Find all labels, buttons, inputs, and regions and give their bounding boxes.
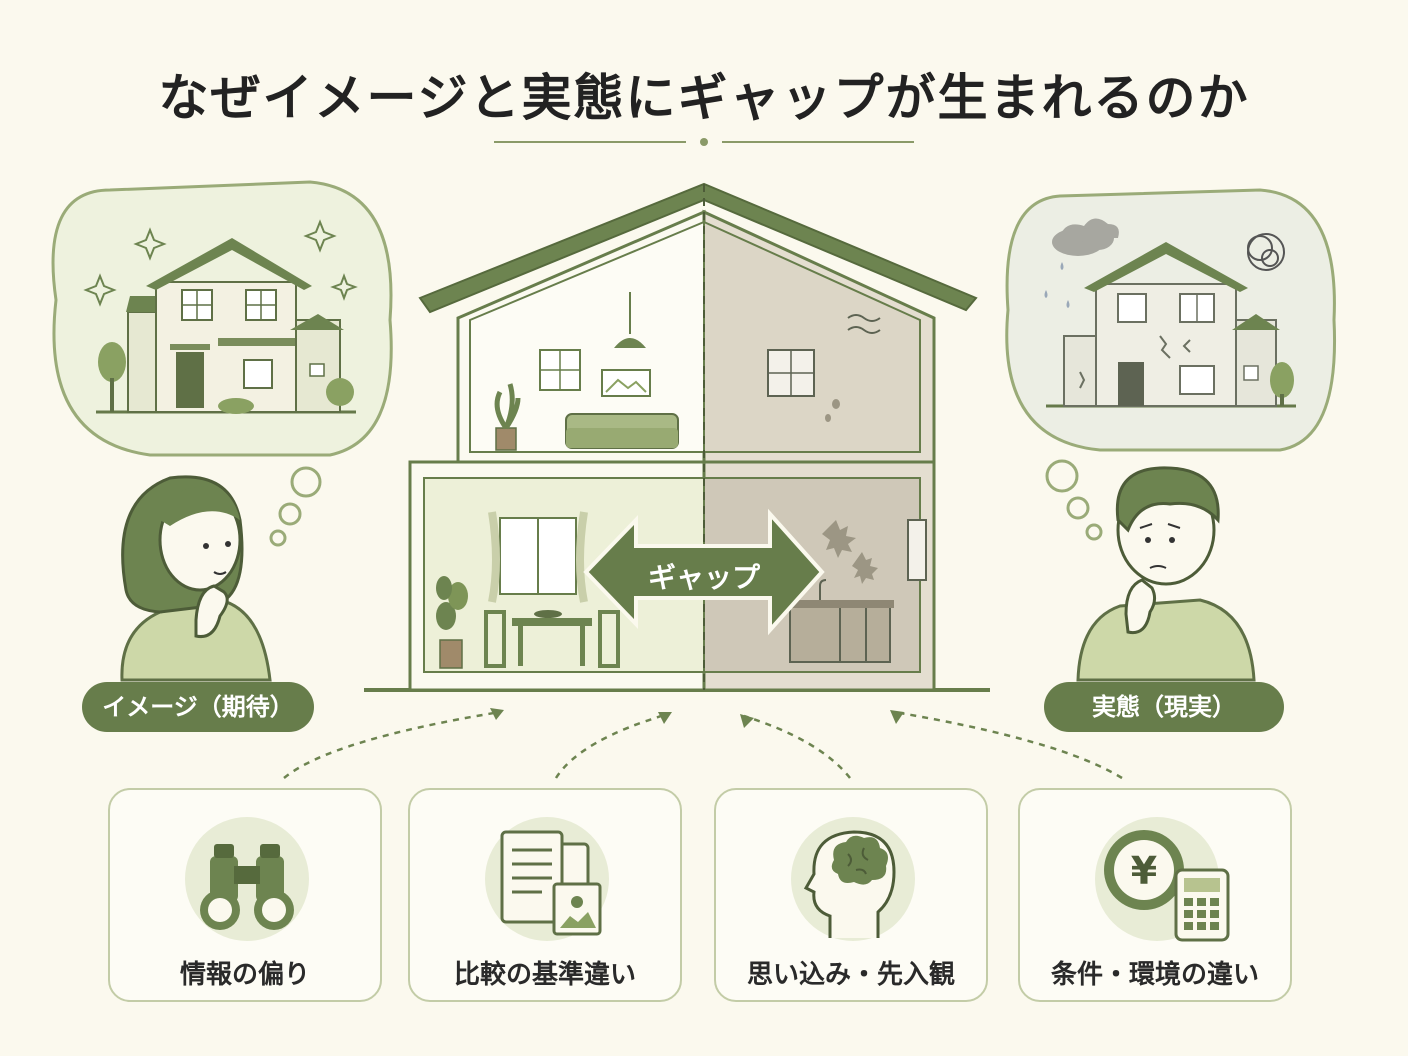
central-house (364, 182, 990, 692)
binoculars-icon (185, 817, 309, 941)
documents-icon (485, 817, 609, 941)
factor-label: 情報の偏り (179, 960, 310, 990)
svg-text:¥: ¥ (1131, 849, 1157, 893)
factor-card-conditions-environment: ¥ 条件・環境の違い (1018, 788, 1292, 1002)
man-worried (1076, 466, 1256, 682)
brain-head-icon (791, 817, 915, 941)
woman-thinking (120, 475, 272, 682)
factor-card-comparison-criteria: 比較の基準違い (408, 788, 682, 1002)
factor-card-information-bias: 情報の偏り (108, 788, 382, 1002)
page-title: なぜイメージと実態にギャップが生まれるのか (158, 69, 1250, 127)
factor-label: 条件・環境の違い (1050, 960, 1259, 990)
factor-label: 比較の基準違い (453, 960, 636, 990)
factor-arrows (283, 710, 1123, 780)
ideal-house-illustration (83, 219, 358, 414)
factor-label: 思い込み・先入観 (746, 960, 955, 990)
reality-label: 実態（現実） (1044, 682, 1284, 732)
title-divider (494, 138, 914, 146)
image-expectation-label: イメージ（期待） (82, 682, 314, 732)
factor-arrowheads (490, 708, 904, 728)
gap-label: ギャップ (647, 561, 760, 594)
reality-house-illustration (1044, 218, 1296, 408)
yen-calculator-icon: ¥ (1095, 817, 1230, 942)
factor-card-preconceptions: 思い込み・先入観 (714, 788, 988, 1002)
